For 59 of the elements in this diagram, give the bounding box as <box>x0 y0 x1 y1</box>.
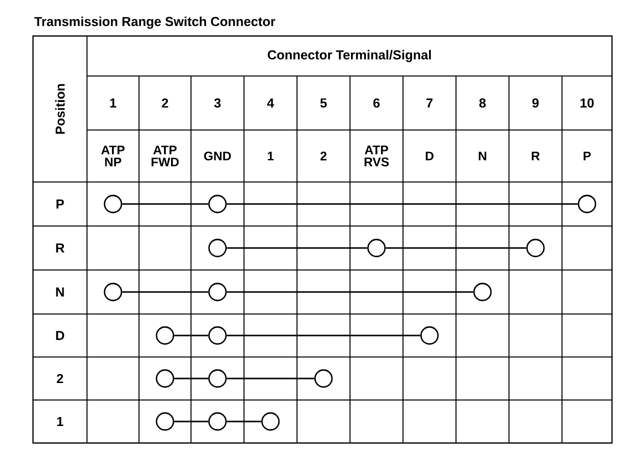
terminal-number: 10 <box>580 98 594 108</box>
signal-name: ATP RVS <box>364 146 389 166</box>
position-label: 2 <box>56 374 64 384</box>
signal-name: GND <box>204 152 231 160</box>
connection-line <box>174 334 208 336</box>
terminal-circle <box>156 412 174 431</box>
signal-name: P <box>584 152 591 160</box>
terminal-circle <box>367 238 386 258</box>
terminal-circle <box>473 282 492 302</box>
connection-line <box>226 334 420 336</box>
connection-line <box>122 203 208 205</box>
connection-line <box>226 420 262 422</box>
signal-name: 1 <box>268 152 274 160</box>
signal-name: R <box>532 152 540 160</box>
connection-line <box>226 247 368 249</box>
terminal-circle <box>314 369 333 388</box>
terminal-number: 1 <box>110 98 116 108</box>
terminal-circle <box>208 369 227 388</box>
position-label: P <box>56 200 64 208</box>
terminal-circle <box>156 369 174 388</box>
terminal-circle <box>208 326 227 345</box>
terminal-circle <box>208 194 227 214</box>
terminal-circle <box>420 326 439 345</box>
connection-line <box>226 378 314 380</box>
connection-line <box>174 420 208 422</box>
signal-name: ATP NP <box>101 146 125 166</box>
connection-line <box>226 203 578 205</box>
terminal-number: 2 <box>162 98 168 108</box>
terminal-circle <box>578 194 596 214</box>
terminal-number: 5 <box>320 98 327 108</box>
terminal-number: 6 <box>373 98 380 108</box>
terminal-circle <box>208 412 227 431</box>
terminal-circle <box>208 238 227 258</box>
connection-line <box>386 247 526 249</box>
signal-name: N <box>478 152 486 160</box>
position-label: N <box>56 288 64 296</box>
terminal-circle <box>208 282 227 302</box>
terminal-circle <box>156 326 174 345</box>
position-label: R <box>56 244 64 252</box>
terminal-number: 3 <box>214 98 221 108</box>
terminal-circle <box>104 194 122 214</box>
terminal-number: 8 <box>479 98 486 108</box>
position-label: D <box>56 331 64 340</box>
terminal-circle <box>104 282 122 302</box>
title: Transmission Range Switch Connector <box>34 16 276 29</box>
connection-line <box>174 378 208 380</box>
terminal-number: 9 <box>532 98 539 108</box>
signal-name: ATP FWD <box>152 146 179 166</box>
connection-line <box>226 291 474 293</box>
terminal-number: 4 <box>267 98 274 108</box>
terminal-circle <box>526 238 545 258</box>
signal-name: D <box>426 152 434 160</box>
column-header: Position <box>55 84 65 134</box>
position-label: 1 <box>57 417 64 426</box>
terminal-number: 7 <box>426 98 433 108</box>
column-header: Connector Terminal/Signal <box>268 50 431 62</box>
terminal-circle <box>261 412 280 431</box>
signal-name: 2 <box>320 152 326 160</box>
connection-line <box>122 291 208 293</box>
